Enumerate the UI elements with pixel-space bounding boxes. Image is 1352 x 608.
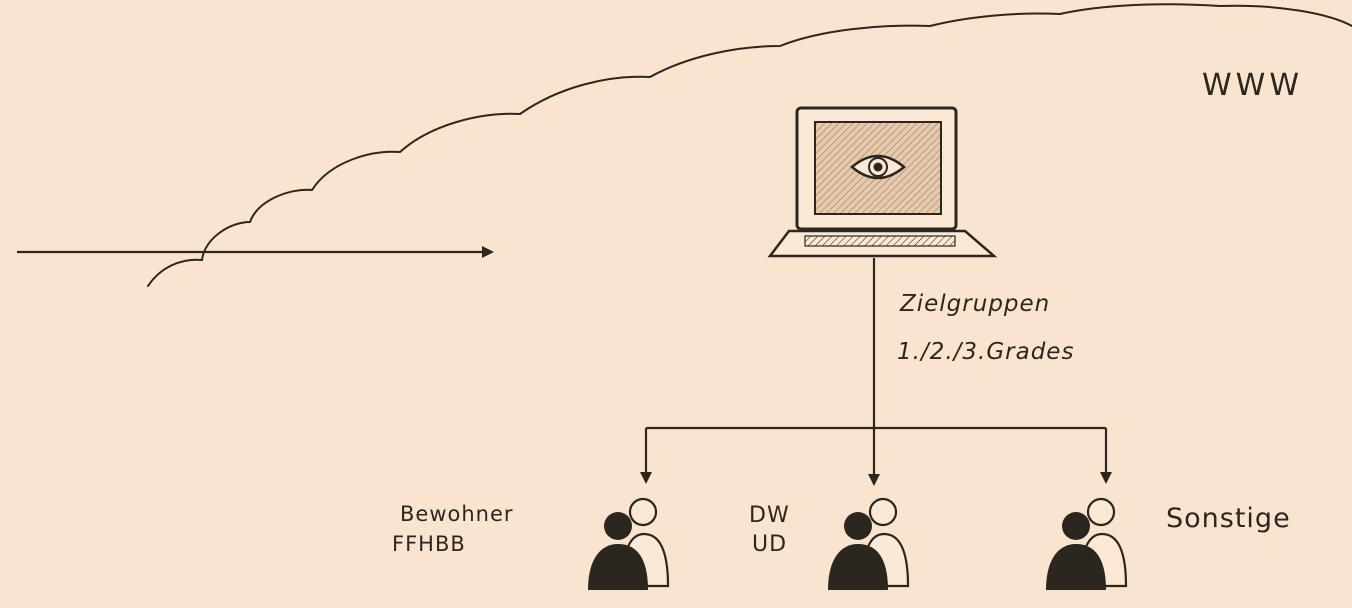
group-3-label: Sonstige [1166, 503, 1291, 534]
cloud-label: WWW [1202, 68, 1303, 103]
group-1-label-line1: Bewohner [400, 502, 514, 526]
group-2-label-line1: DW [749, 503, 790, 528]
people-icon-group-1 [588, 497, 670, 590]
connector-label-line1: Zielgruppen [900, 291, 1051, 317]
internet-cloud-outline [147, 3, 1352, 287]
laptop-icon [767, 106, 998, 258]
group-2-label-line2: UD [752, 532, 788, 557]
eye-icon [850, 154, 906, 180]
connector-label-line2: 1./2./3.Grades [897, 339, 1075, 365]
people-icon-group-3 [1046, 497, 1128, 590]
people-icon-group-2 [828, 497, 910, 590]
group-1-label-line2: FFHBB [392, 532, 466, 556]
